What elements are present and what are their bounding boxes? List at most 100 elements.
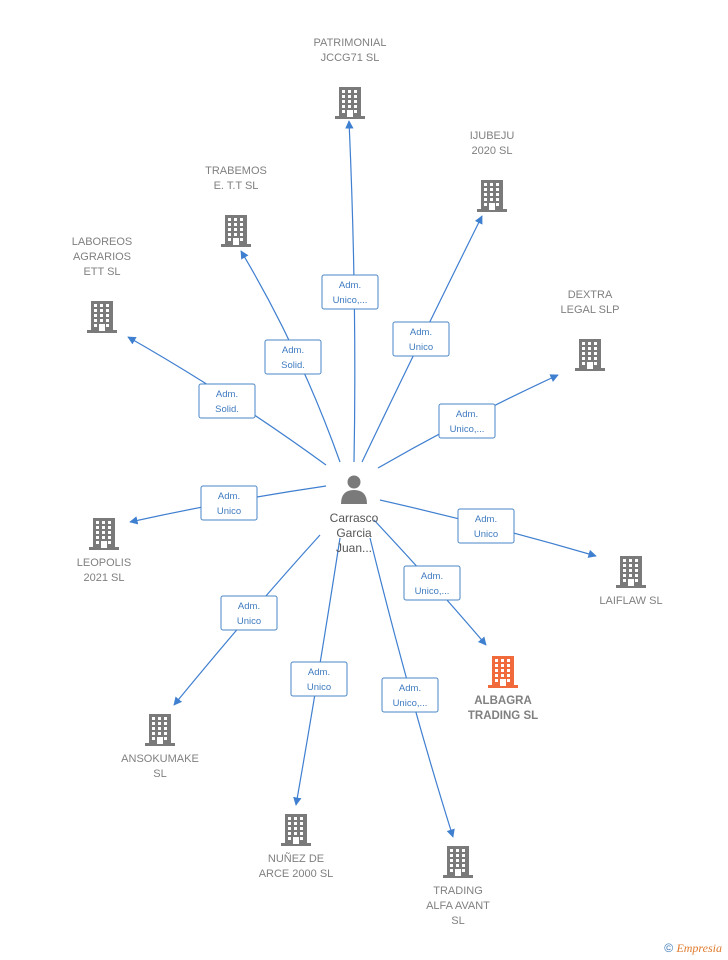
person-name: Carrasco xyxy=(330,511,379,525)
node-laiflaw[interactable]: LAIFLAW SL xyxy=(599,556,663,607)
node-label: 2021 SL xyxy=(84,572,125,584)
edge-label-box[interactable] xyxy=(403,565,461,601)
edge-label-box[interactable] xyxy=(438,403,496,439)
node-label: 2020 SL xyxy=(472,145,513,157)
building-icon xyxy=(335,87,365,119)
node-label: LEOPOLIS xyxy=(77,557,131,569)
copyright-icon: © xyxy=(664,941,674,955)
node-label: JCCG71 SL xyxy=(321,52,380,64)
building-icon xyxy=(575,339,605,371)
node-label: TRADING xyxy=(433,885,483,897)
building-icon xyxy=(477,180,507,212)
node-laboreos[interactable]: LABOREOS AGRARIOS ETT SL xyxy=(72,236,133,333)
node-label: ALBAGRA xyxy=(474,695,532,707)
edge-label-box[interactable] xyxy=(381,677,439,713)
edge-label-text: Solid. xyxy=(281,360,305,371)
edge-label-text: Unico,... xyxy=(333,295,368,306)
edge-label-text: Adm. xyxy=(339,280,361,291)
person-name: Juan... xyxy=(336,541,372,555)
building-icon xyxy=(89,518,119,550)
node-label: TRADING SL xyxy=(468,710,538,722)
edge-label-text: Adm. xyxy=(308,667,330,678)
node-ijubeju[interactable]: IJUBEJU 2020 SL xyxy=(470,130,515,212)
node-label: E. T.T SL xyxy=(214,180,259,192)
edge-label-text: Unico,... xyxy=(415,586,450,597)
building-icon xyxy=(488,656,518,688)
node-label: IJUBEJU xyxy=(470,130,515,142)
node-label: TRABEMOS xyxy=(205,165,267,177)
node-label: LABOREOS xyxy=(72,236,133,248)
building-icon xyxy=(281,814,311,846)
edge-label-text: Solid. xyxy=(215,404,239,415)
building-icon xyxy=(145,714,175,746)
edge-label-box[interactable] xyxy=(290,661,348,697)
edge-laiflaw: Adm. Unico xyxy=(379,499,597,558)
edge-label-box[interactable] xyxy=(198,383,256,419)
node-label: ANSOKUMAKE xyxy=(121,753,199,765)
edge-label-text: Adm. xyxy=(216,389,238,400)
node-nunez[interactable]: NUÑEZ DE ARCE 2000 SL xyxy=(259,814,334,880)
node-label: LAIFLAW SL xyxy=(599,595,662,607)
company-nodes: PATRIMONIAL JCCG71 SL IJUBEJU 2020 SL TRABEM… xyxy=(72,37,663,927)
node-dextra[interactable]: DEXTRA LEGAL SLP xyxy=(561,289,620,371)
edge-label-text: Adm. xyxy=(475,514,497,525)
edge-trading: Adm. Unico,... xyxy=(369,537,455,838)
edge-ansokumake: Adm. Unico xyxy=(173,534,321,706)
node-label: LEGAL SLP xyxy=(561,304,620,316)
building-icon xyxy=(221,215,251,247)
node-label: SL xyxy=(153,768,166,780)
edge-label-text: Unico xyxy=(307,682,331,693)
edge-laboreos: Adm. Solid. xyxy=(127,336,327,466)
edge-label-box[interactable] xyxy=(457,508,515,544)
node-albagra[interactable]: ALBAGRA TRADING SL xyxy=(468,656,538,722)
node-leopolis[interactable]: LEOPOLIS 2021 SL xyxy=(77,518,131,584)
node-label: NUÑEZ DE xyxy=(268,852,324,865)
edge-label-text: Adm. xyxy=(399,683,421,694)
node-label: AGRARIOS xyxy=(73,251,131,263)
edge-label-text: Adm. xyxy=(218,491,240,502)
edge-nunez: Adm. Unico xyxy=(290,537,348,806)
edge-leopolis: Adm. Unico xyxy=(129,485,327,525)
edge-albagra: Adm. Unico,... xyxy=(373,519,487,646)
node-label: ARCE 2000 SL xyxy=(259,868,334,880)
node-label: DEXTRA xyxy=(568,289,613,301)
edge-trabemos: Adm. Solid. xyxy=(240,250,341,463)
edge-label-text: Unico,... xyxy=(450,424,485,435)
node-trabemos[interactable]: TRABEMOS E. T.T SL xyxy=(205,165,267,247)
edge-label-text: Adm. xyxy=(421,571,443,582)
node-ansokumake[interactable]: ANSOKUMAKE SL xyxy=(121,714,199,780)
node-patrimonial[interactable]: PATRIMONIAL JCCG71 SL xyxy=(314,37,387,119)
center-person-node[interactable]: CarrascoGarciaJuan... xyxy=(330,475,379,556)
edge-label-text: Unico,... xyxy=(393,698,428,709)
brand-logo[interactable]: Empresia xyxy=(676,941,722,955)
person-icon xyxy=(341,475,367,504)
footer: © Empresia xyxy=(664,941,722,956)
building-icon xyxy=(443,846,473,878)
edge-label-text: Unico xyxy=(217,506,241,517)
edge-dextra: Adm. Unico,... xyxy=(377,374,559,469)
edge-label-text: Adm. xyxy=(282,345,304,356)
edge-label-text: Adm. xyxy=(410,327,432,338)
edge-label-box[interactable] xyxy=(392,321,450,357)
edge-patrimonial: Adm. Unico,... xyxy=(321,120,379,463)
node-label: PATRIMONIAL xyxy=(314,37,387,49)
node-trading[interactable]: TRADING ALFA AVANT SL xyxy=(426,846,490,927)
node-label: ALFA AVANT xyxy=(426,900,490,912)
edge-label-box[interactable] xyxy=(200,485,258,521)
edge-label-text: Unico xyxy=(474,529,498,540)
edge-ijubeju: Adm. Unico xyxy=(361,215,483,463)
edge-label-box[interactable] xyxy=(321,274,379,310)
edges: Adm.Unico,...Adm.UnicoAdm.Solid.Adm.Soli… xyxy=(127,120,597,838)
building-icon xyxy=(616,556,646,588)
edge-label-box[interactable] xyxy=(220,595,278,631)
building-icon xyxy=(87,301,117,333)
node-label: ETT SL xyxy=(83,266,120,278)
edge-label-box[interactable] xyxy=(264,339,322,375)
edge-label-text: Unico xyxy=(409,342,433,353)
edge-label-text: Unico xyxy=(237,616,261,627)
edge-label-text: Adm. xyxy=(238,601,260,612)
person-name: Garcia xyxy=(336,526,372,540)
edge-label-text: Adm. xyxy=(456,409,478,420)
node-label: SL xyxy=(451,915,464,927)
